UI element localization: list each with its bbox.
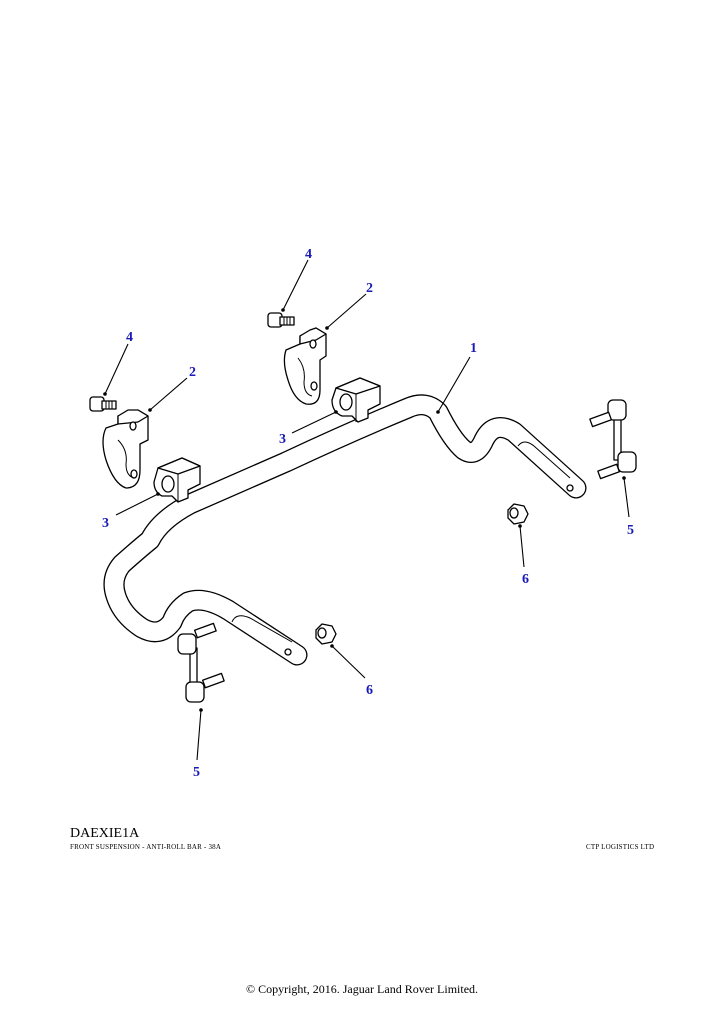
callout-link-right: 5 (627, 523, 634, 538)
callout-nut-left: 6 (366, 683, 373, 698)
callout-link-left: 5 (193, 765, 200, 780)
callout-bush-left: 3 (102, 516, 109, 531)
anti-roll-bar[interactable] (103, 394, 587, 666)
callout-clamp-right: 2 (366, 281, 373, 296)
clamp-left[interactable] (102, 409, 149, 489)
link-right[interactable] (589, 399, 637, 480)
bush-right[interactable] (331, 377, 381, 423)
callout-clamp-left: 2 (189, 365, 196, 380)
supplier-name: CTP LOGISTICS LTD (586, 843, 655, 851)
callout-bush-right: 3 (279, 432, 286, 447)
clamp-right[interactable] (283, 327, 327, 405)
bolt-right[interactable] (267, 312, 295, 328)
diagram-code: DAEXIE1A (70, 826, 140, 841)
nut-right[interactable] (507, 503, 529, 525)
callout-bolt-left: 4 (126, 330, 133, 345)
leader-lines (103, 259, 630, 761)
bush-left[interactable] (153, 457, 201, 503)
nut-left[interactable] (315, 623, 337, 645)
copyright-notice: © Copyright, 2016. Jaguar Land Rover Lim… (245, 982, 479, 996)
callout-nut-right: 6 (522, 572, 529, 587)
callout-anti-roll-bar: 1 (470, 341, 477, 356)
link-left[interactable] (177, 622, 225, 703)
callout-bolt-right: 4 (305, 247, 312, 262)
diagram-title: FRONT SUSPENSION - ANTI-ROLL BAR - 38A (70, 843, 222, 851)
bolt-left[interactable] (89, 396, 117, 412)
